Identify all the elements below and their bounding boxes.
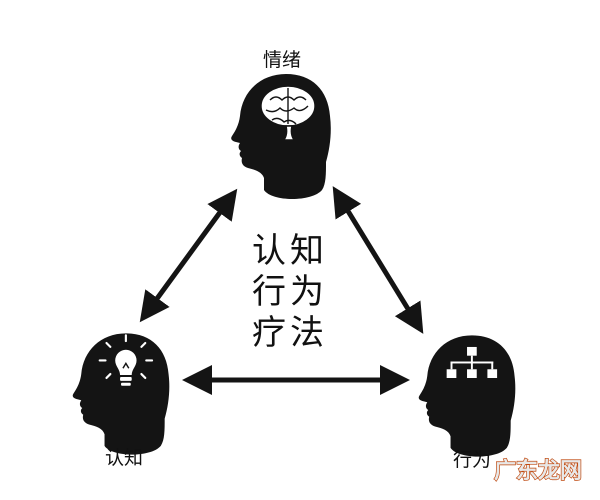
- label-behavior: 行为: [453, 449, 491, 471]
- head-cognition: [72, 333, 170, 455]
- brain-icon: [260, 85, 316, 141]
- flowchart-icon: [446, 346, 498, 378]
- center-title-line-3: 疗法: [252, 313, 328, 353]
- center-title-line-2: 行为: [252, 272, 328, 312]
- label-emotion: 情绪: [263, 49, 301, 71]
- head-behavior: [418, 335, 516, 457]
- arrow-emotion-behavior: [332, 186, 424, 334]
- label-cognition: 认知: [105, 447, 143, 469]
- arrow-emotion-cognition: [139, 188, 238, 323]
- head-emotion: [231, 74, 331, 199]
- lightbulb-icon: [98, 334, 154, 386]
- center-title-line-1: 认知: [252, 231, 328, 271]
- watermark-text: 广东龙网: [494, 458, 582, 484]
